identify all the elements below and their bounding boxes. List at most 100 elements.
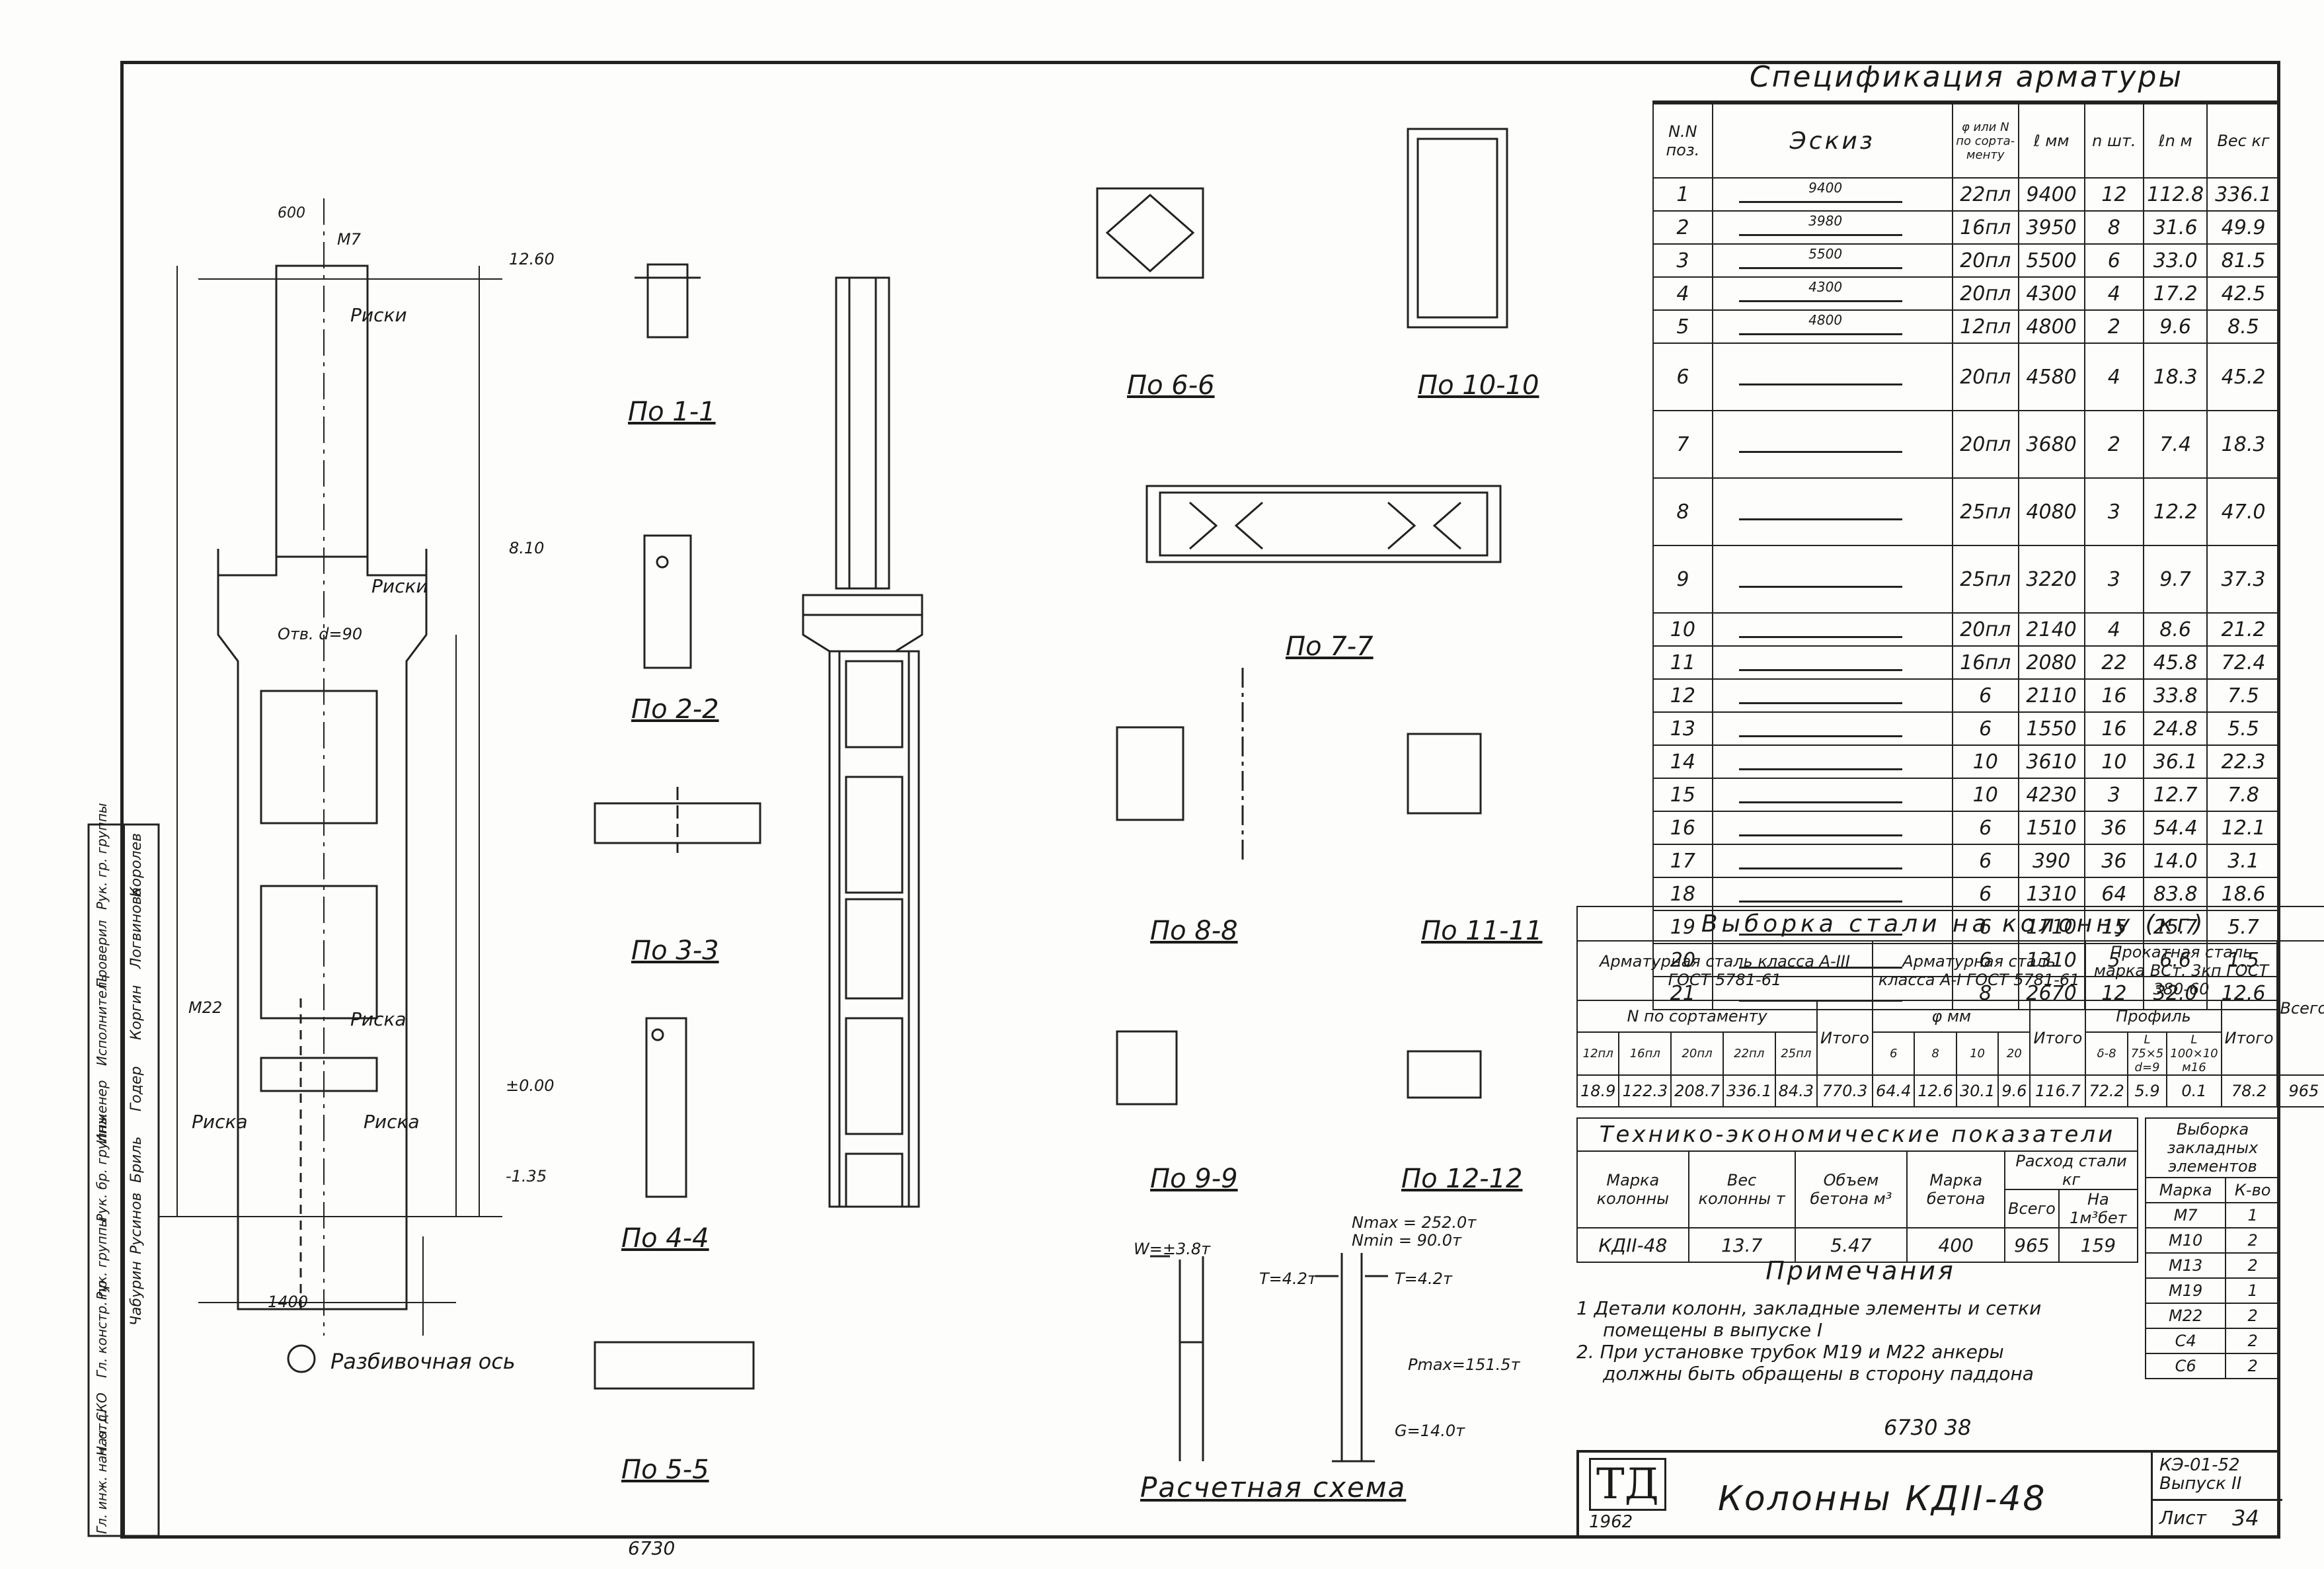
load-pmax: Pmax=151.5т bbox=[1408, 1355, 1520, 1374]
spec-total: 7.4 bbox=[2143, 410, 2208, 479]
axis-label: Разбивочная ось bbox=[330, 1349, 516, 1374]
spec-weight: 72.4 bbox=[2206, 645, 2280, 680]
spec-weight: 7.8 bbox=[2206, 778, 2280, 812]
steel-value: 78.2 bbox=[2220, 1074, 2278, 1107]
steel-col-label: 25пл bbox=[1774, 1031, 1818, 1076]
sketch-line bbox=[1739, 768, 1903, 770]
spec-weight: 47.0 bbox=[2206, 477, 2280, 546]
sketch-line bbox=[1739, 267, 1903, 269]
tech-h-per: На 1м³бет bbox=[2058, 1189, 2139, 1228]
notes: Примечания 1 Детали колонн, закладные эл… bbox=[1576, 1256, 2145, 1385]
spec-pos: 13 bbox=[1652, 711, 1713, 746]
emb-h-mark: Марка bbox=[2144, 1177, 2227, 1203]
spec-total: 12.2 bbox=[2143, 477, 2208, 546]
spec-pos: 15 bbox=[1652, 778, 1713, 812]
spec-grade: 22пл bbox=[1951, 177, 2019, 212]
section-12-12-title: По 12-12 bbox=[1401, 1164, 1523, 1194]
spec-length: 3610 bbox=[2017, 744, 2085, 779]
spec-count: 16 bbox=[2083, 678, 2145, 713]
spec-length: 3220 bbox=[2017, 545, 2085, 614]
steel-value: 116.7 bbox=[2029, 1074, 2087, 1107]
spec-count: 8 bbox=[2083, 210, 2145, 245]
section-11-11-drawing bbox=[1407, 733, 1482, 815]
spec-length: 4230 bbox=[2017, 778, 2085, 812]
steel-value: 72.2 bbox=[2085, 1074, 2128, 1107]
strip-role: Рук. гр. группы bbox=[94, 803, 110, 910]
spec-grade: 20пл bbox=[1951, 410, 2019, 479]
emb-table: Выборка закладных элементов Марка К-во М… bbox=[2144, 1117, 2280, 1379]
spec-grade: 20пл bbox=[1951, 276, 2019, 311]
tech-total: 965 bbox=[2004, 1227, 2060, 1263]
design-scheme-drawing bbox=[1150, 1253, 1388, 1463]
spec-total: 9.6 bbox=[2143, 309, 2208, 344]
emb-mark: С4 bbox=[2144, 1328, 2227, 1354]
spec-total: 9.7 bbox=[2143, 545, 2208, 614]
spec-sketch: 4800 bbox=[1711, 309, 1953, 344]
tech-h-concrete: Марка бетона bbox=[1906, 1150, 2006, 1228]
steel-value: 12.6 bbox=[1914, 1074, 1957, 1107]
load-w: W=±3.8т bbox=[1134, 1240, 1211, 1258]
strip-name: Коргин bbox=[128, 985, 145, 1040]
strip-role: Нач. СКО bbox=[94, 1392, 110, 1456]
mark-12-60: 12.60 bbox=[509, 250, 555, 268]
spec-sketch bbox=[1711, 711, 1953, 746]
sketch-dimension: 4300 bbox=[1808, 279, 1843, 295]
tech-title: Технико-экономические показатели bbox=[1576, 1117, 2138, 1152]
sketch-line bbox=[1739, 801, 1903, 803]
section-4-4-drawing bbox=[645, 1017, 687, 1198]
spec-count: 22 bbox=[2083, 645, 2145, 680]
spec-total: 24.8 bbox=[2143, 711, 2208, 746]
section-8-8-drawing bbox=[1116, 668, 1244, 860]
sheet-number: 34 bbox=[2232, 1506, 2259, 1531]
emb-count: 2 bbox=[2225, 1353, 2280, 1379]
steel-col-label: 22пл bbox=[1722, 1031, 1776, 1076]
spec-pos: 14 bbox=[1652, 744, 1713, 779]
steel-col-label: L 100×10 м16 bbox=[2166, 1031, 2222, 1076]
steel-sub2: φ мм bbox=[1871, 1000, 2031, 1033]
spec-grade: 6 bbox=[1951, 678, 2019, 713]
section-9-9-drawing bbox=[1116, 1030, 1178, 1106]
emb-mark: М7 bbox=[2144, 1202, 2227, 1228]
steel-value: 18.9 bbox=[1576, 1074, 1620, 1107]
section-7-7-drawing bbox=[1145, 485, 1502, 563]
strip-role: Проверил bbox=[94, 920, 110, 988]
spec-sketch: 3980 bbox=[1711, 210, 1953, 245]
spec-length: 1550 bbox=[2017, 711, 2085, 746]
emb-h-count: К-во bbox=[2225, 1177, 2280, 1203]
steel-table: Выборка стали на колонну (кг) Арматурная… bbox=[1576, 906, 2324, 1107]
steel-value: 965 bbox=[2276, 1074, 2324, 1107]
issue: Выпуск II bbox=[2159, 1474, 2242, 1494]
spec-count: 4 bbox=[2083, 342, 2145, 411]
steel-value: 336.1 bbox=[1722, 1074, 1776, 1107]
spec-weight: 22.3 bbox=[2206, 744, 2280, 779]
steel-value: 84.3 bbox=[1774, 1074, 1818, 1107]
riska-label-2: Риска bbox=[192, 1111, 248, 1133]
spec-length: 3680 bbox=[2017, 410, 2085, 479]
embedded-elements: Выборка закладных элементов Марка К-во М… bbox=[2144, 1117, 2280, 1379]
riski-label-2: Риски bbox=[371, 575, 428, 597]
spec-length: 4300 bbox=[2017, 276, 2085, 311]
spec-weight: 45.2 bbox=[2206, 342, 2280, 411]
year: 1962 bbox=[1589, 1512, 1633, 1532]
spec-grade: 20пл bbox=[1951, 612, 2019, 647]
spec-length: 1310 bbox=[2017, 877, 2085, 911]
steel-sample: Выборка стали на колонну (кг) Арматурная… bbox=[1576, 906, 2324, 1107]
spec-pos: 16 bbox=[1652, 811, 1713, 845]
spec-h-pos: N.N поз. bbox=[1652, 103, 1713, 179]
spec-h-count: n шт. bbox=[2083, 103, 2145, 179]
section-10-10-title: По 10-10 bbox=[1418, 370, 1539, 401]
strip-name: Годер bbox=[128, 1066, 145, 1111]
strip-name: Чабурин bbox=[128, 1261, 145, 1326]
tech-mark: КДII-48 bbox=[1576, 1227, 1689, 1263]
section-2-2-drawing bbox=[643, 534, 692, 669]
reinforcement-elevation bbox=[802, 276, 923, 1208]
